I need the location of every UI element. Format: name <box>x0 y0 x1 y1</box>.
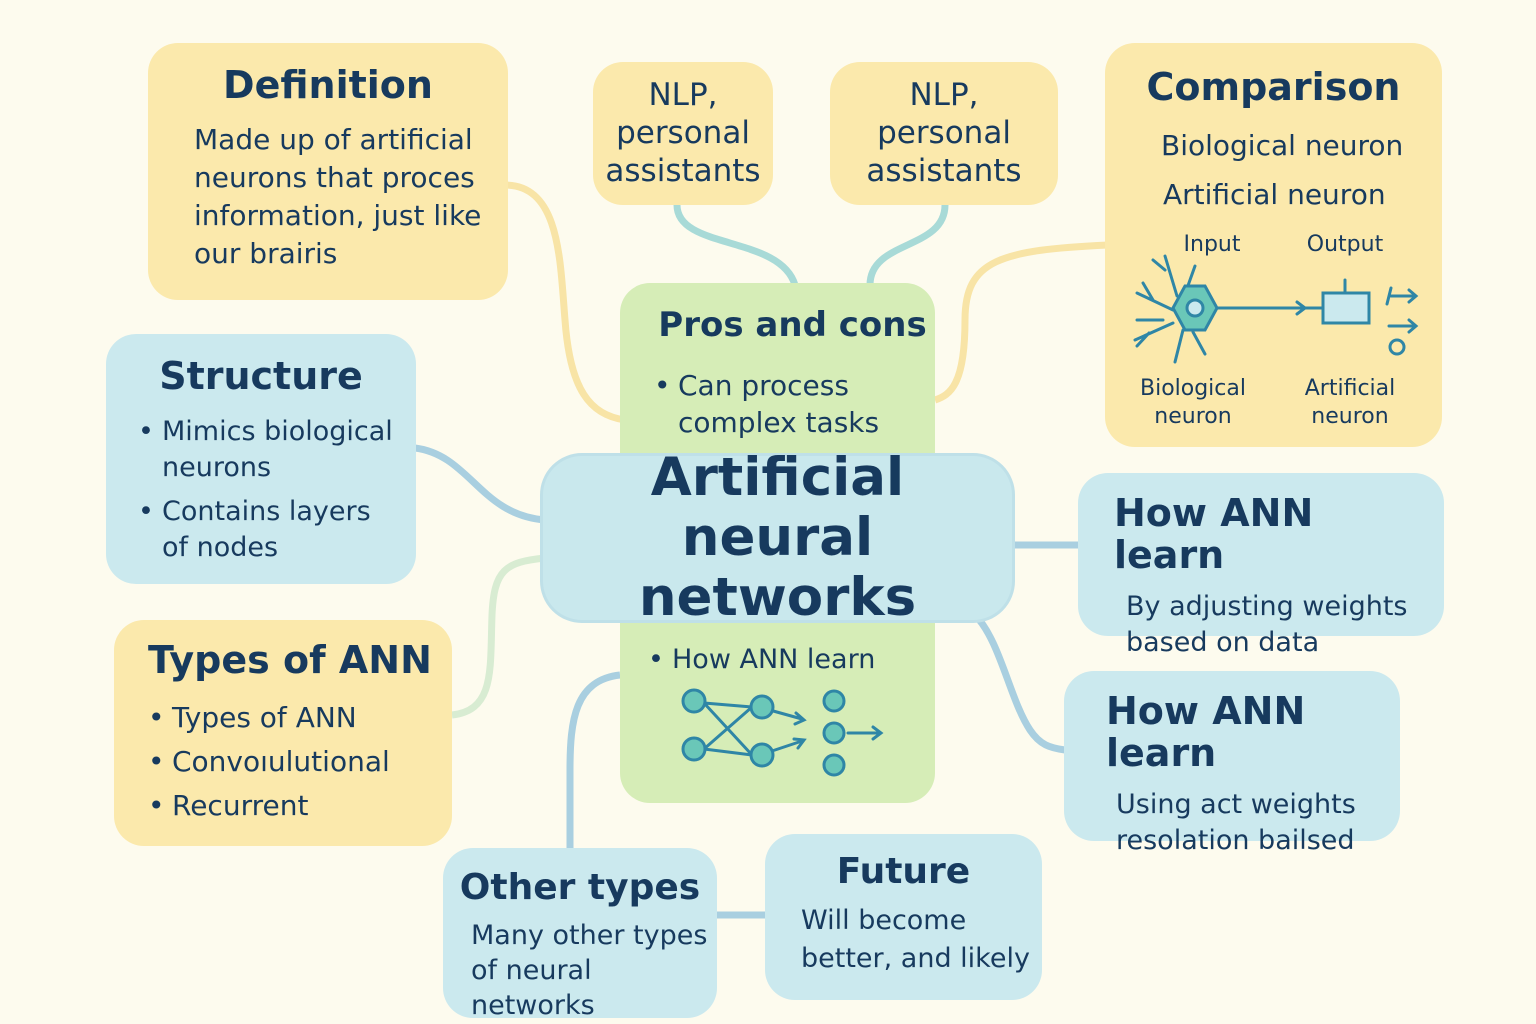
types-of-ann-title: Types of ANN <box>148 638 432 682</box>
nlp-right-text: NLP, personal assistants <box>866 77 1022 189</box>
pros-cons-list: Can process complex tasks <box>654 367 904 441</box>
link-learn-2 <box>972 612 1066 754</box>
how-ann-learn-title-2: How ANN learn <box>1106 689 1306 775</box>
how-ann-learn-text-2: Using act weights resolation bailsed <box>1116 788 1356 856</box>
future-title: Future <box>836 851 971 892</box>
link-comparison <box>933 241 1109 404</box>
biological-neuron-icon <box>1133 254 1308 364</box>
structure-item: Contains layers of nodes <box>138 494 402 566</box>
nlp-left-card: NLP, personal assistants <box>593 62 773 205</box>
link-nlp-left <box>673 204 799 287</box>
structure-list: Mimics biological neurons Contains layer… <box>138 414 402 566</box>
comparison-line-bio: Biological neuron <box>1161 129 1404 162</box>
nlp-right-card: NLP, personal assistants <box>830 62 1058 205</box>
comparison-line-art: Artificial neuron <box>1163 178 1386 211</box>
structure-item: Mimics biological neurons <box>138 414 402 486</box>
link-nlp-right <box>866 204 949 286</box>
other-types-card: Other types Many other types of neural n… <box>443 848 717 1021</box>
how-ann-learn-title-1: How ANN learn <box>1114 491 1314 577</box>
structure-title: Structure <box>159 354 363 398</box>
learn-list: How ANN learn <box>648 641 928 678</box>
link-types <box>451 554 546 719</box>
definition-title: Definition <box>223 63 433 107</box>
types-of-ann-list: Types of ANN Convoıulutional Recurrent <box>148 696 438 828</box>
pros-cons-item: Can process complex tasks <box>654 367 904 441</box>
future-card: Future Will become better, and likely <box>765 834 1042 1000</box>
learn-item: How ANN learn <box>648 641 928 678</box>
output-label: Output <box>1306 232 1384 257</box>
comparison-title: Comparison <box>1146 65 1401 109</box>
types-item: Convoıulutional <box>148 740 438 784</box>
input-label: Input <box>1183 232 1241 257</box>
types-of-ann-card: Types of ANN Types of ANN Convoıulutiona… <box>114 620 452 846</box>
definition-text: Made up of artificial neurons that proce… <box>194 122 482 270</box>
pros-cons-title: Pros and cons <box>658 305 927 345</box>
link-other-types <box>566 671 621 848</box>
how-ann-learn-card-1: How ANN learn By adjusting weights based… <box>1078 473 1444 658</box>
neuron-comparison-illustration <box>1133 254 1419 364</box>
comparison-card: Comparison Biological neuron Artificial … <box>1105 43 1442 447</box>
other-types-title: Other types <box>459 867 701 908</box>
how-ann-learn-card-2: How ANN learn Using act weights resolati… <box>1064 671 1400 856</box>
artificial-neuron-icon <box>1303 278 1419 356</box>
artificial-neuron-label: Artificial neuron <box>1304 376 1396 429</box>
structure-card: Structure Mimics biological neurons Cont… <box>106 334 416 584</box>
how-ann-learn-text-1: By adjusting weights based on data <box>1126 590 1408 658</box>
central-topic: Artificial neural networks <box>540 448 1015 628</box>
network-icon <box>681 688 884 777</box>
future-text: Will become better, and likely <box>801 904 1030 974</box>
link-structure <box>414 444 546 524</box>
other-types-text: Many other types of neural networks <box>471 919 708 1021</box>
link-definition <box>504 181 626 424</box>
definition-card: Definition Made up of artificial neurons… <box>148 43 508 300</box>
types-item: Recurrent <box>148 784 438 828</box>
biological-neuron-label: Biological neuron <box>1139 376 1246 429</box>
nlp-left-text: NLP, personal assistants <box>605 77 761 189</box>
central-topic-title: Artificial neural networks <box>638 447 917 628</box>
types-item: Types of ANN <box>148 696 438 740</box>
